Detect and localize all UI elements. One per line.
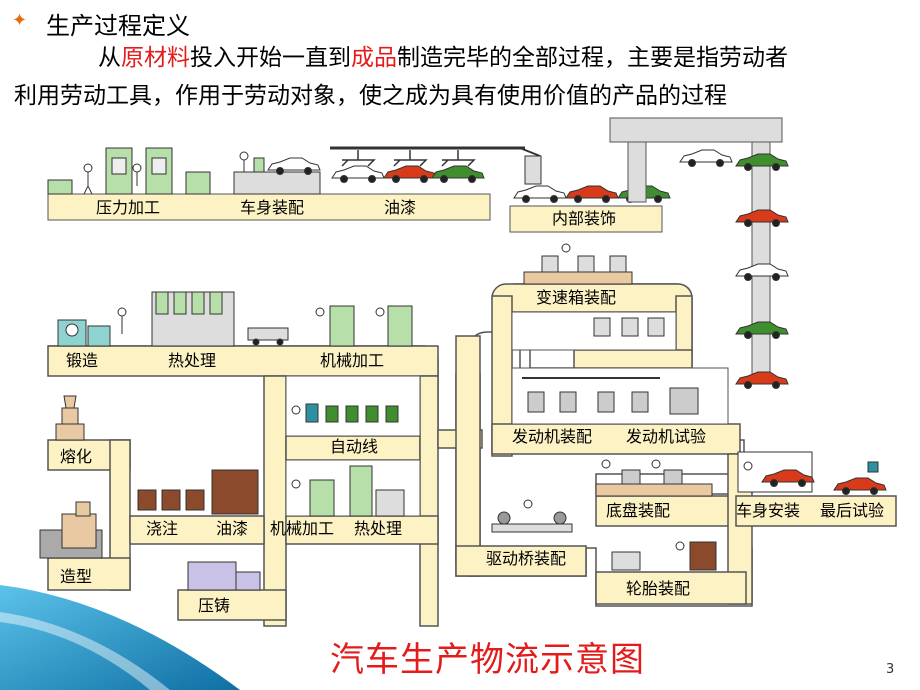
station-machining-top: 机械加工 (320, 351, 384, 370)
station-pouring: 浇注 (146, 519, 178, 538)
axle-assembly-icon (491, 499, 573, 533)
def-raw-material: 原材料 (121, 45, 190, 71)
storage-tower-cars (679, 149, 789, 389)
station-molding: 造型 (60, 567, 92, 586)
station-tire: 轮胎装配 (626, 579, 690, 598)
band-molding (47, 557, 131, 591)
storage-tower (751, 141, 771, 383)
machining-cart-icon (247, 305, 413, 347)
tire-assembly-icon (611, 541, 717, 571)
def-text-e: 制造完毕的全部过程，主要是指劳动者 (397, 45, 788, 71)
station-transmission: 变速箱装配 (536, 288, 616, 307)
station-body-mount: 车身安装 (736, 501, 800, 520)
definition-line-2: 利用劳动工具，作用于劳动对象，使之成为具有使用价值的产品的过程 (14, 83, 727, 109)
die-casting-machine-icon (187, 561, 261, 591)
band-chassis (595, 495, 753, 527)
transmission-station-icon (523, 243, 665, 337)
interior-cars (513, 155, 671, 203)
station-chassis: 底盘装配 (606, 501, 670, 520)
engine-assembly-icon (522, 377, 699, 415)
final-test-car-icon (833, 461, 887, 495)
station-final-test: 最后试验 (820, 501, 884, 520)
corner-wave-decoration (0, 585, 240, 690)
station-auto-line: 自动线 (330, 437, 378, 456)
pouring-ladles-icon (137, 469, 259, 515)
station-melting: 熔化 (60, 447, 92, 466)
chassis-assembly-icon (595, 459, 713, 497)
station-engine-assembly: 发动机装配 (512, 427, 592, 446)
paint-line-cars (331, 149, 485, 183)
band-forge-heat-machine (47, 345, 439, 377)
band-die-casting (177, 589, 287, 621)
def-text-a: 从 (98, 45, 121, 71)
station-engine-test: 发动机试验 (626, 427, 706, 446)
station-paint-top: 油漆 (384, 198, 416, 217)
station-paint-bottom: 油漆 (216, 519, 248, 538)
def-text-c: 投入开始一直到 (190, 45, 351, 71)
station-body-assembly: 车身装配 (240, 198, 304, 217)
body-assembly-icon (233, 151, 321, 195)
body-mount-icon (737, 451, 815, 493)
definition-line-1: 从原材料投入开始一直到成品制造完毕的全部过程，主要是指劳动者 (14, 42, 894, 74)
station-die-casting: 压铸 (198, 596, 230, 615)
forging-machine-icon (57, 307, 127, 347)
molding-machine-icon (39, 501, 103, 559)
band-axle (455, 545, 587, 577)
station-heat-treat-bottom: 热处理 (354, 519, 402, 538)
station-interior: 内部装饰 (552, 209, 616, 228)
band-tire (595, 571, 747, 605)
def-finished-product: 成品 (351, 45, 397, 71)
bullet-icon: ✦ (12, 10, 28, 31)
page-number: 3 (886, 662, 895, 677)
heat-treat-furnace-icon (151, 291, 235, 347)
melting-furnace-icon (55, 395, 85, 441)
slide-heading: 生产过程定义 (46, 12, 190, 40)
machining-heat-bottom-icon (291, 465, 405, 517)
storage-beam (609, 117, 783, 143)
interior-bar (509, 205, 663, 233)
band-engine (491, 423, 741, 455)
station-heat-treat-top: 热处理 (168, 351, 216, 370)
station-forging: 锻造 (66, 351, 98, 370)
band-pouring-paint (129, 515, 265, 545)
diagram-caption: 汽车生产物流示意图 (330, 640, 645, 680)
press-body-paint-bar (47, 193, 491, 221)
band-final (735, 495, 897, 527)
station-press: 压力加工 (96, 198, 160, 217)
press-machine-icon (47, 147, 211, 195)
station-axle: 驱动桥装配 (486, 549, 566, 568)
auto-line-machines-icon (291, 403, 399, 423)
station-machining-bottom: 机械加工 (270, 519, 334, 538)
